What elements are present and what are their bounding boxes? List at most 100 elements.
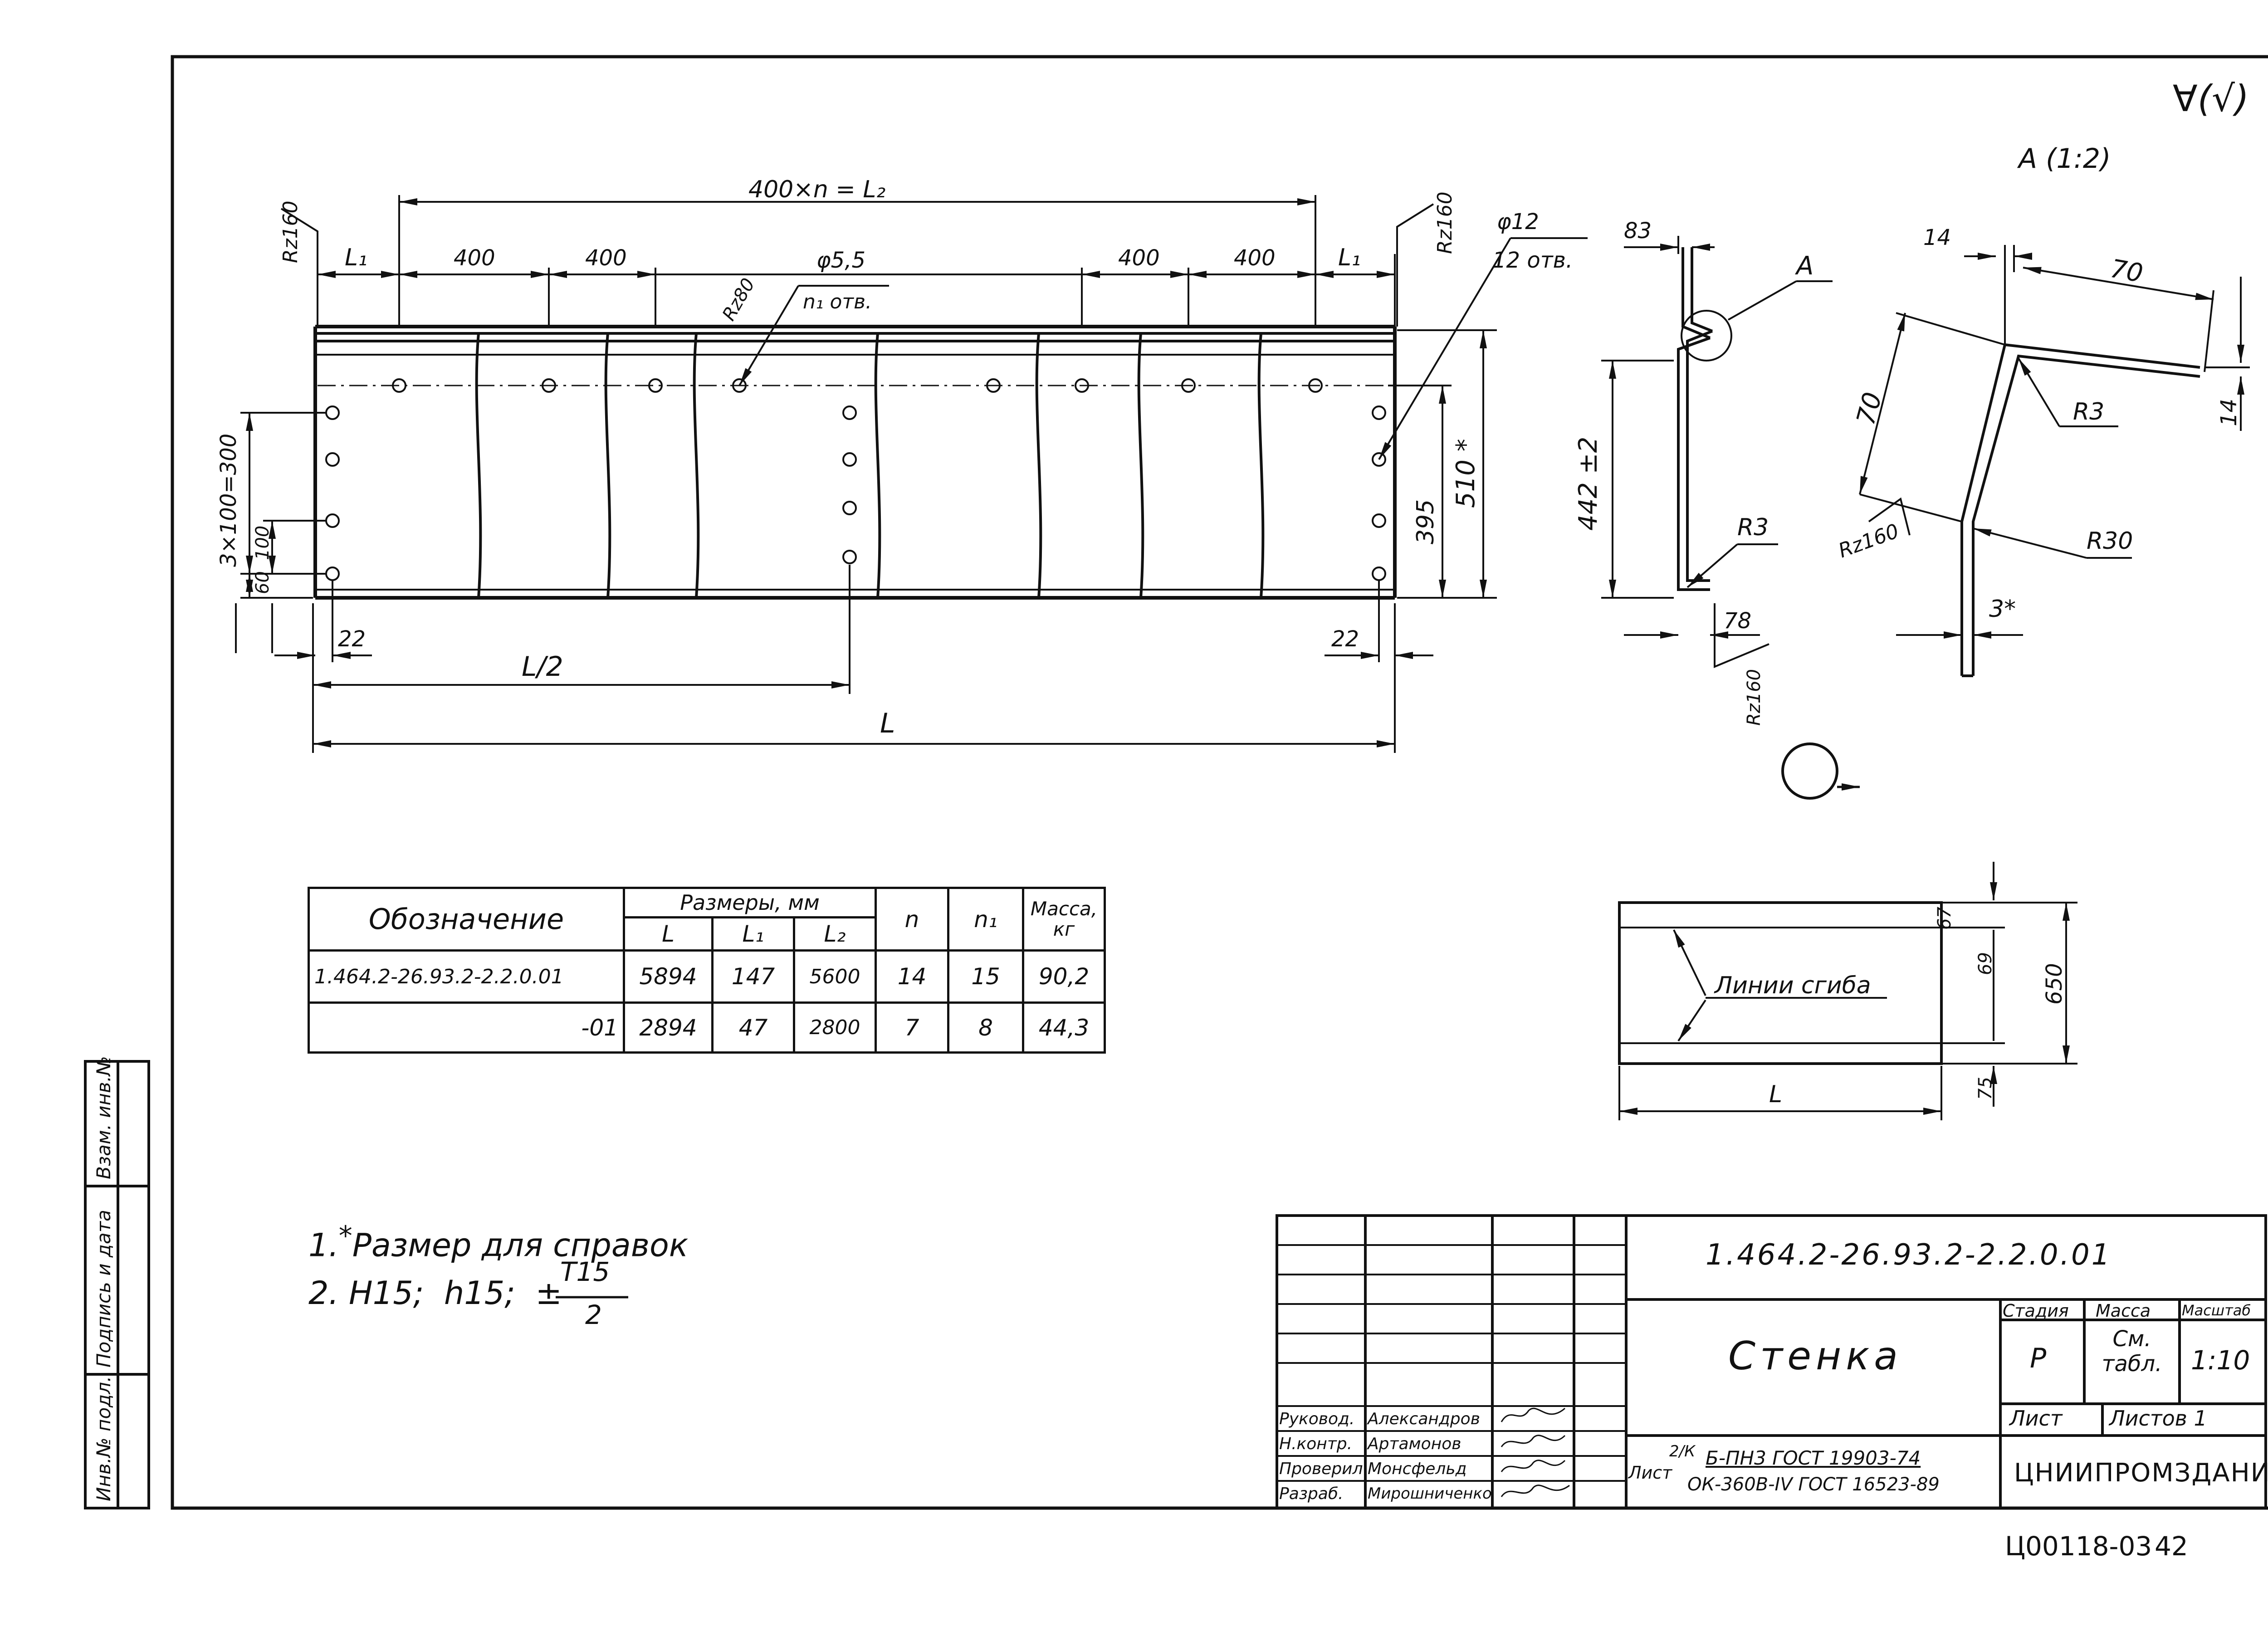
- archive-code: Ц00118-03: [2005, 1531, 2152, 1562]
- spec-col-n1: n₁: [947, 887, 1024, 952]
- detail-view: [1960, 343, 2200, 677]
- blank-dim-75: 75: [1975, 1077, 1996, 1100]
- signatures: [1501, 1407, 1570, 1497]
- dim-400: 400: [1118, 245, 1160, 271]
- hole-big-count: 12 отв.: [1492, 248, 1573, 273]
- doc-number: 1.464.2-26.93.2-2.2.0.01: [1706, 1238, 2112, 1272]
- roughness-mark: ∀(√): [2173, 78, 2249, 120]
- section-marker: [1781, 742, 1838, 800]
- tb-name: Александров: [1368, 1410, 1480, 1428]
- tb-name: Монсфельд: [1368, 1460, 1467, 1478]
- tb-scale: 1:10: [2191, 1345, 2250, 1376]
- dim-l: L: [880, 708, 895, 739]
- tb-stage: Р: [2030, 1343, 2047, 1374]
- bend-lines-label: Линии сгиба: [1714, 972, 1871, 999]
- dim-400: 400: [1234, 245, 1276, 271]
- page-number: 42: [2155, 1531, 2188, 1562]
- dim-total-label: 400×n = L₂: [748, 176, 885, 203]
- detail-dim-70-side: 70: [1851, 389, 1888, 428]
- detail-dimensions: [1859, 245, 2250, 639]
- row-n1: 8: [947, 1001, 1024, 1054]
- note-1-num: 1.: [308, 1226, 339, 1264]
- side-replace-inv: Взам. инв.№: [93, 1056, 115, 1179]
- section-dim-442: 442 ±2: [1574, 437, 1603, 531]
- tb-sheets: Листов 1: [2109, 1406, 2207, 1431]
- dim-l-half: L/2: [522, 651, 563, 683]
- section-dim-83: 83: [1624, 218, 1652, 244]
- dim-22-right: 22: [1331, 626, 1359, 652]
- tb-name: Мирошниченко: [1368, 1485, 1492, 1503]
- section-r3: R3: [1737, 514, 1769, 541]
- table-row: 1.464.2-26.93.2-2.2.0.01 5894 147 5600 1…: [308, 949, 1106, 1004]
- side-inv-orig: Инв.№ подл.: [93, 1376, 115, 1501]
- spec-table: Обозначение Размеры, мм n n₁ Масса, кг L…: [308, 887, 1106, 1054]
- spec-header-designation: Обозначение: [308, 887, 625, 952]
- view-a-label: A (1:2): [2017, 143, 2111, 175]
- tb-name: Артамонов: [1368, 1435, 1461, 1453]
- hole-big-dia: φ12: [1497, 209, 1539, 234]
- detail-dim-14-top: 14: [1923, 225, 1951, 250]
- rz80-label: Rz80: [719, 275, 759, 324]
- spec-header-sizes: Размеры, мм: [623, 887, 877, 918]
- dim-22-left: 22: [338, 626, 366, 652]
- dim-100: 100: [252, 526, 273, 560]
- rz-left: Rz160: [279, 200, 302, 263]
- dim-400: 400: [585, 245, 627, 271]
- tb-mass: См. табл.: [2102, 1326, 2162, 1377]
- holes-columns: [325, 405, 1386, 581]
- holes-top-row: [392, 378, 1323, 393]
- note-1: 1.*Размер для справок: [308, 1220, 688, 1264]
- note-2-fraction-num: T15: [560, 1256, 610, 1287]
- blank-view: [1618, 901, 1943, 1065]
- blank-dim-67: 67: [1934, 907, 1955, 930]
- main-dimensions: [235, 195, 1588, 753]
- dim-510: 510 *: [1451, 439, 1481, 508]
- section-dimensions: [1601, 236, 1833, 668]
- hole-small-count: n₁ отв.: [803, 290, 872, 313]
- tb-material-prefix: Лист: [1628, 1463, 1672, 1483]
- tb-mass-header: Масса: [2096, 1301, 2151, 1321]
- spec-col-n: n: [875, 887, 949, 952]
- row-n: 14: [875, 949, 949, 1004]
- tb-material-line1: Б-ПН3 ГОСТ 19903-74: [1706, 1447, 1921, 1469]
- spec-col-mass: Масса, кг: [1022, 887, 1106, 952]
- row-n: 7: [875, 1001, 949, 1054]
- blank-dim-650: 650: [2042, 963, 2067, 1005]
- tb-role: Разраб.: [1279, 1485, 1344, 1503]
- table-row: -01 2894 47 2800 7 8 44,3: [308, 1001, 1106, 1054]
- detail-dim-70-top: 70: [2108, 254, 2145, 288]
- tb-sheet: Лист: [2009, 1406, 2063, 1431]
- dim-395: 395: [1412, 499, 1439, 544]
- dim-400: 400: [454, 245, 495, 271]
- row-n1: 15: [947, 949, 1024, 1004]
- section-label-a: A: [1795, 251, 1813, 281]
- dim-l1-right: L₁: [1338, 244, 1361, 271]
- row-l2: 2800: [793, 1001, 877, 1054]
- row-mass: 90,2: [1022, 949, 1106, 1004]
- tb-material-fraction: 2/К: [1669, 1442, 1696, 1460]
- section-view: [1677, 247, 1732, 591]
- note-2-fraction-den: 2: [585, 1299, 602, 1330]
- tb-organization: ЦНИИПРОМЗДАНИЙ: [2014, 1458, 2268, 1488]
- tb-stage-header: Стадия: [2003, 1301, 2069, 1321]
- section-dim-78: 78: [1724, 608, 1751, 634]
- side-sign-date: Подпись и дата: [93, 1210, 115, 1368]
- title-block-frame: [1276, 1214, 2267, 1509]
- note-1-text: Размер для справок: [352, 1226, 689, 1264]
- row-designation: 1.464.2-26.93.2-2.2.0.01: [308, 949, 625, 1004]
- tb-material-line2: ОК-360В-IV ГОСТ 16523-89: [1687, 1474, 1940, 1495]
- row-l1: 147: [711, 949, 795, 1004]
- row-l: 2894: [623, 1001, 714, 1054]
- row-l: 5894: [623, 949, 714, 1004]
- detail-dim-14-right: 14: [2216, 399, 2242, 426]
- row-designation: -01: [308, 1001, 625, 1054]
- rz-right: Rz160: [1433, 191, 1457, 254]
- spec-col-l: L: [623, 916, 714, 952]
- row-l1: 47: [711, 1001, 795, 1054]
- side-stamp-frame: [84, 1060, 150, 1509]
- part-name: Стенка: [1728, 1333, 1902, 1379]
- dim-60: 60: [252, 571, 273, 594]
- note-1-star: *: [338, 1220, 352, 1252]
- detail-r30: R30: [2087, 527, 2133, 555]
